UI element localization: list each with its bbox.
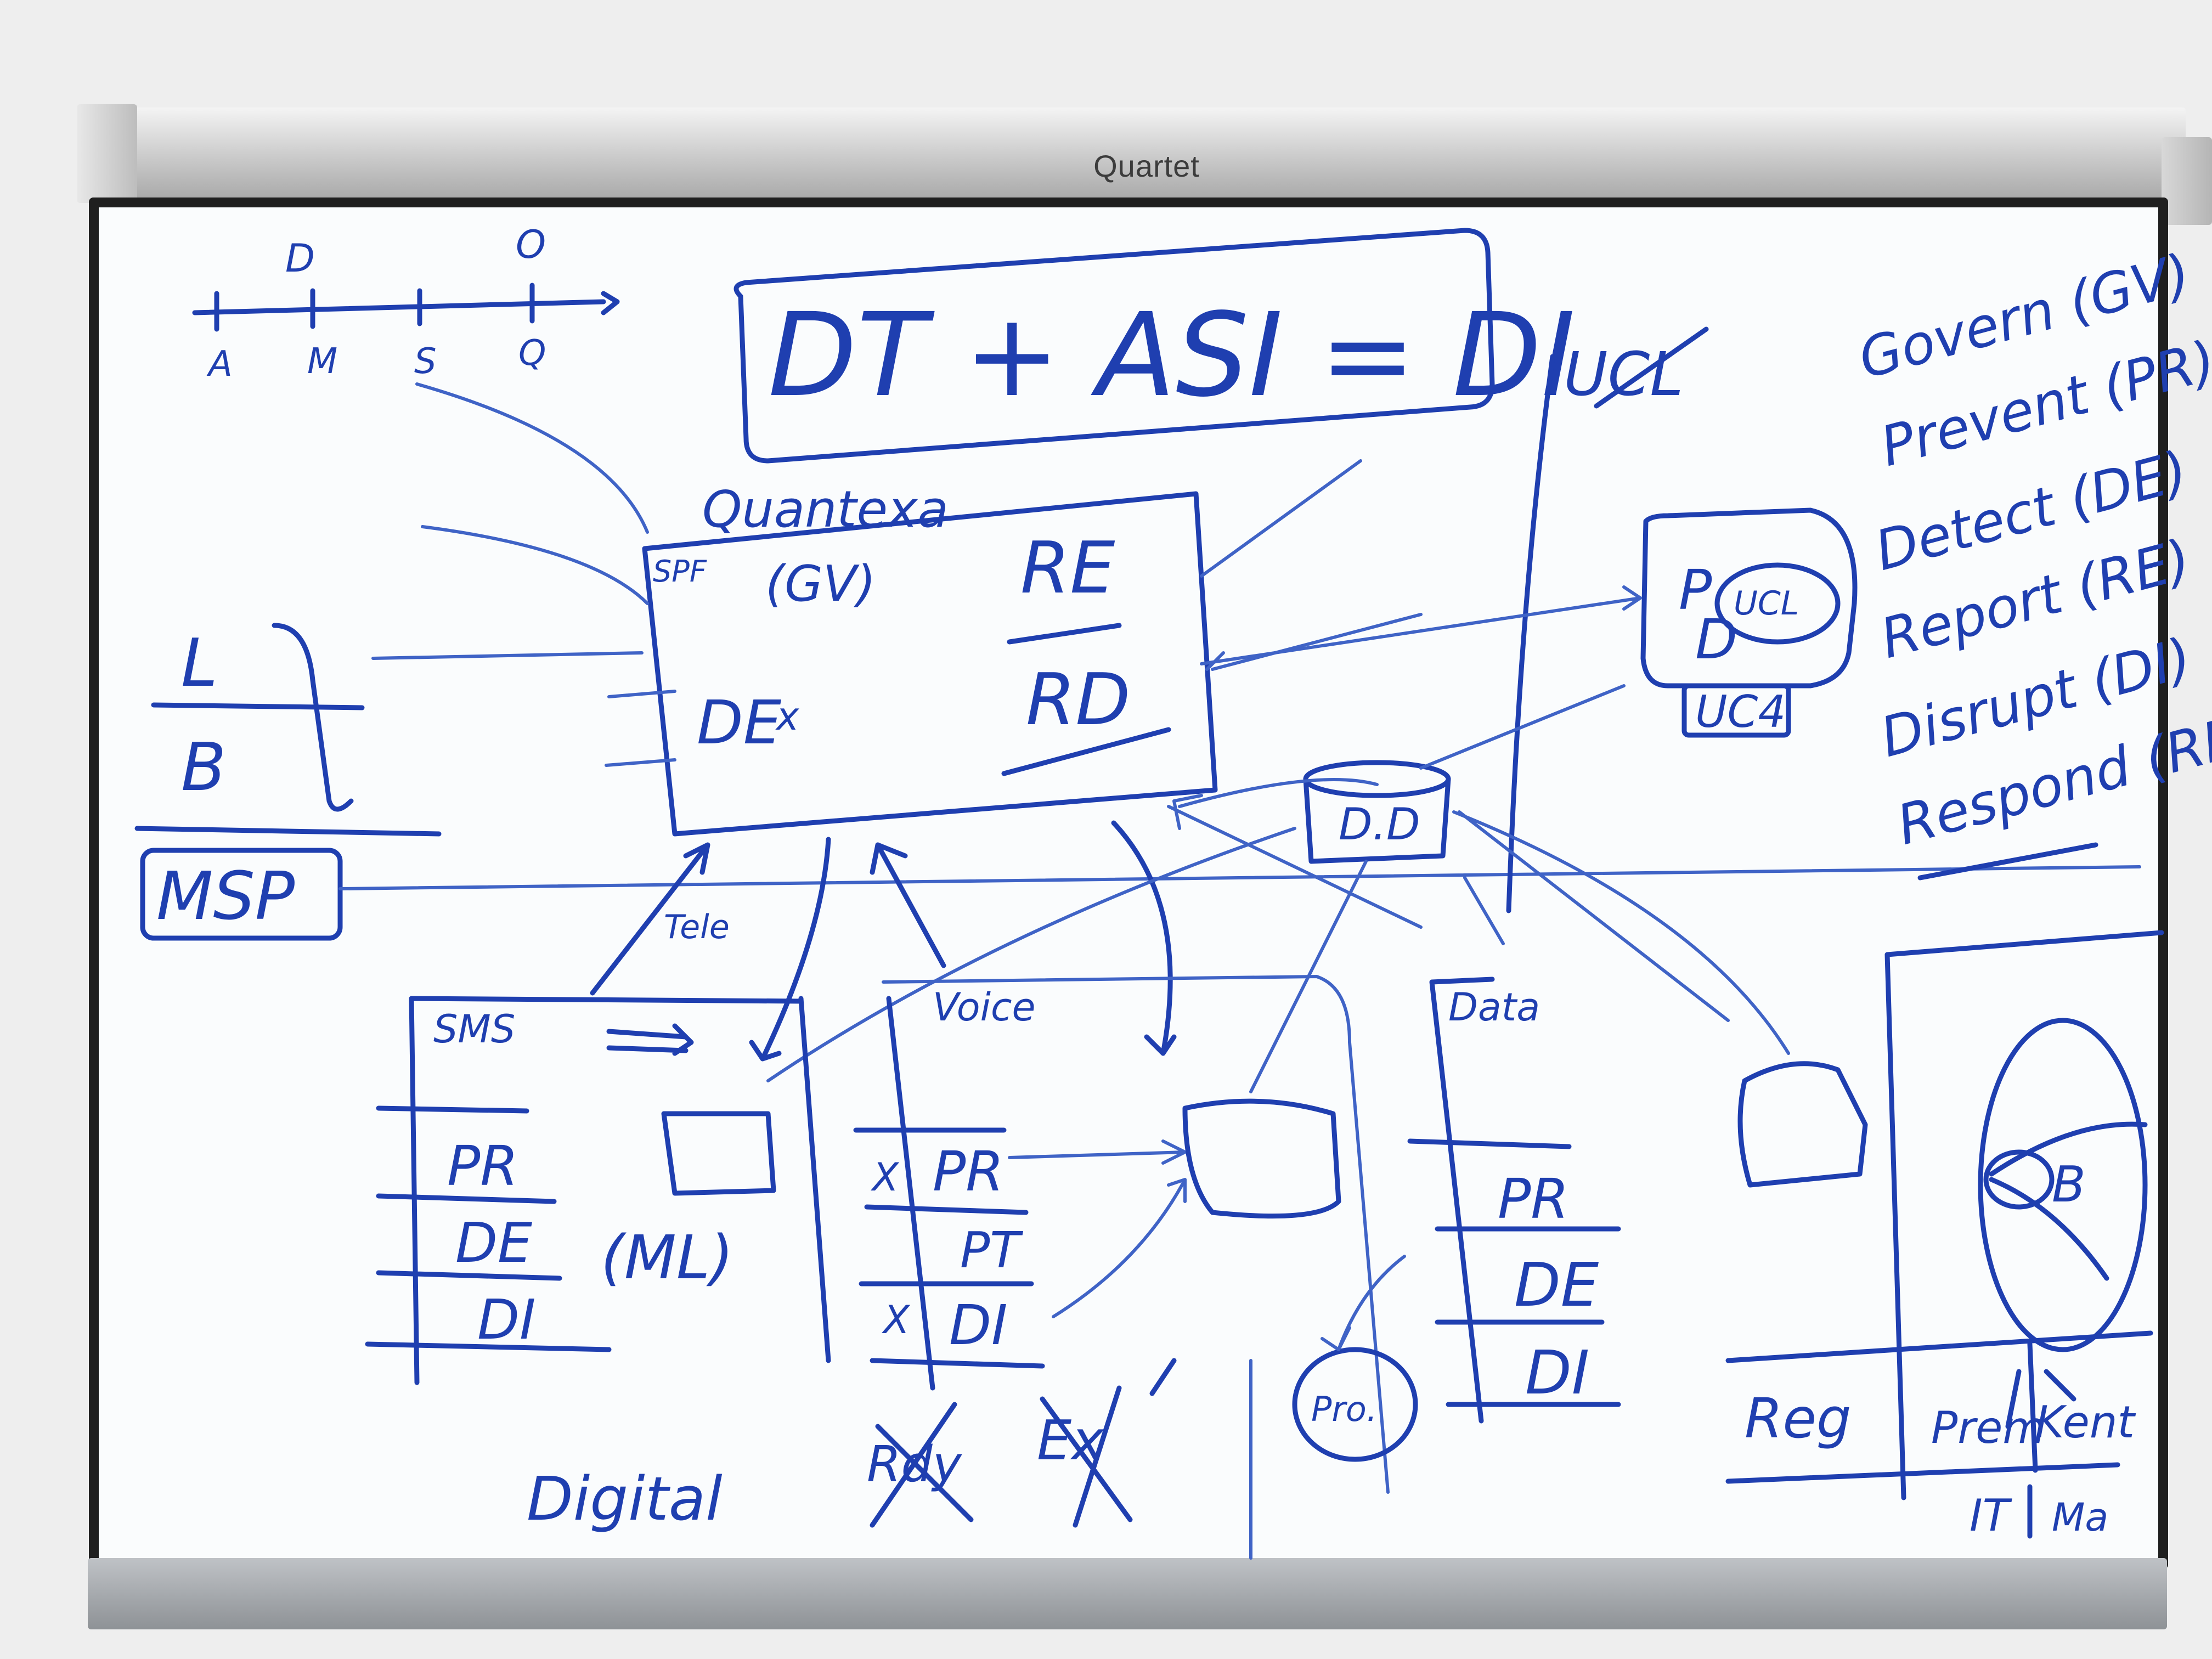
data-row: PR [1498,1167,1569,1231]
rail-end-cap-right [2162,137,2212,225]
tele-label: Tele [664,908,730,946]
rd-label: RD [1026,658,1130,741]
data-title: Data [1448,985,1540,1030]
framework-list: Govern (GV) Prevent (PR) Detect (DE) Rep… [1852,241,2212,881]
uc4-label: UC4 [1695,686,1786,737]
voice-column: Voice X PR PT X DI [853,975,1390,1494]
ucl-label: UCL [1564,339,1684,409]
sms-title: SMS [433,1007,515,1052]
voice-row: DI [949,1293,1008,1357]
whiteboard-bottom-rail [88,1558,2167,1629]
pro-label: Pro. [1311,1389,1378,1429]
prem-label: Prem [1931,1402,2045,1453]
bottom-notes: Digital Rdy Ex [527,1358,1177,1534]
dd-database: D.D [1178,684,1730,1093]
reg-label: Reg [1745,1386,1851,1451]
de-mark: x [775,694,799,739]
uc4-box: P D UCL UC4 [1200,507,1858,738]
ml-label: (ML) [601,1222,733,1293]
data-column: Data PR DE DI [1407,977,1621,1424]
b-right-label: B [2052,1156,2086,1214]
voice-title: Voice [933,985,1036,1030]
timeline-top-label: D [285,236,315,281]
quantexa-box: Quantexa SPF (GV) RE DE x RD [371,382,1423,837]
gv-label: (GV) [765,555,876,613]
digital-label: Digital [527,1464,723,1534]
b-label: B [181,730,226,806]
timeline-bottom-label: Q [518,333,546,374]
de-label: DE [697,687,782,758]
timeline: D O A M S Q [192,222,620,385]
timeline-top-label: O [516,222,546,267]
uc4-inner: UCL [1734,584,1799,623]
dd-label: D.D [1339,799,1420,850]
l-label: L [181,625,218,702]
equation-box: DT + ASI = DI [733,228,1575,464]
sms-row: PR [447,1134,518,1198]
right-panel: B Reg Prem Kent IT Ma [1452,810,2164,1541]
equation-text: DT + ASI = DI [768,288,1575,422]
sms-row: DI [477,1288,536,1352]
uc4-p: P [1679,558,1712,622]
timeline-bottom-label: A [206,344,233,385]
sms-row: DE [455,1211,532,1275]
ma-label: Ma [2052,1495,2108,1540]
timeline-bottom-label: M [307,341,337,382]
left-group: L B MSP [134,623,2141,941]
timeline-bottom-label: S [414,341,437,382]
rail-end-cap-left [77,104,137,203]
re-label: RE [1020,526,1115,610]
voice-row: PT [960,1222,1023,1279]
kent-label: Kent [2035,1397,2136,1448]
tele-arrows: Tele [590,794,1423,1082]
voice-mark: X [881,1297,911,1342]
brand-label: Quartet [1093,149,1200,183]
voice-row: PR [933,1139,1004,1204]
voice-mark: X [870,1155,900,1200]
data-row: DE [1514,1250,1599,1320]
spf-label: SPF [653,554,707,589]
pro-circle: Pro. [1249,1255,1418,1560]
msp-label: MSP [156,859,295,935]
sms-column: SMS PR DE DI (ML) [365,996,831,1385]
data-row: DI [1525,1338,1589,1408]
it-label: IT [1970,1490,2013,1541]
uc4-d: D [1695,607,1737,672]
ucl-divider: UCL [1506,326,1709,913]
whiteboard-top-rail [81,108,2186,201]
